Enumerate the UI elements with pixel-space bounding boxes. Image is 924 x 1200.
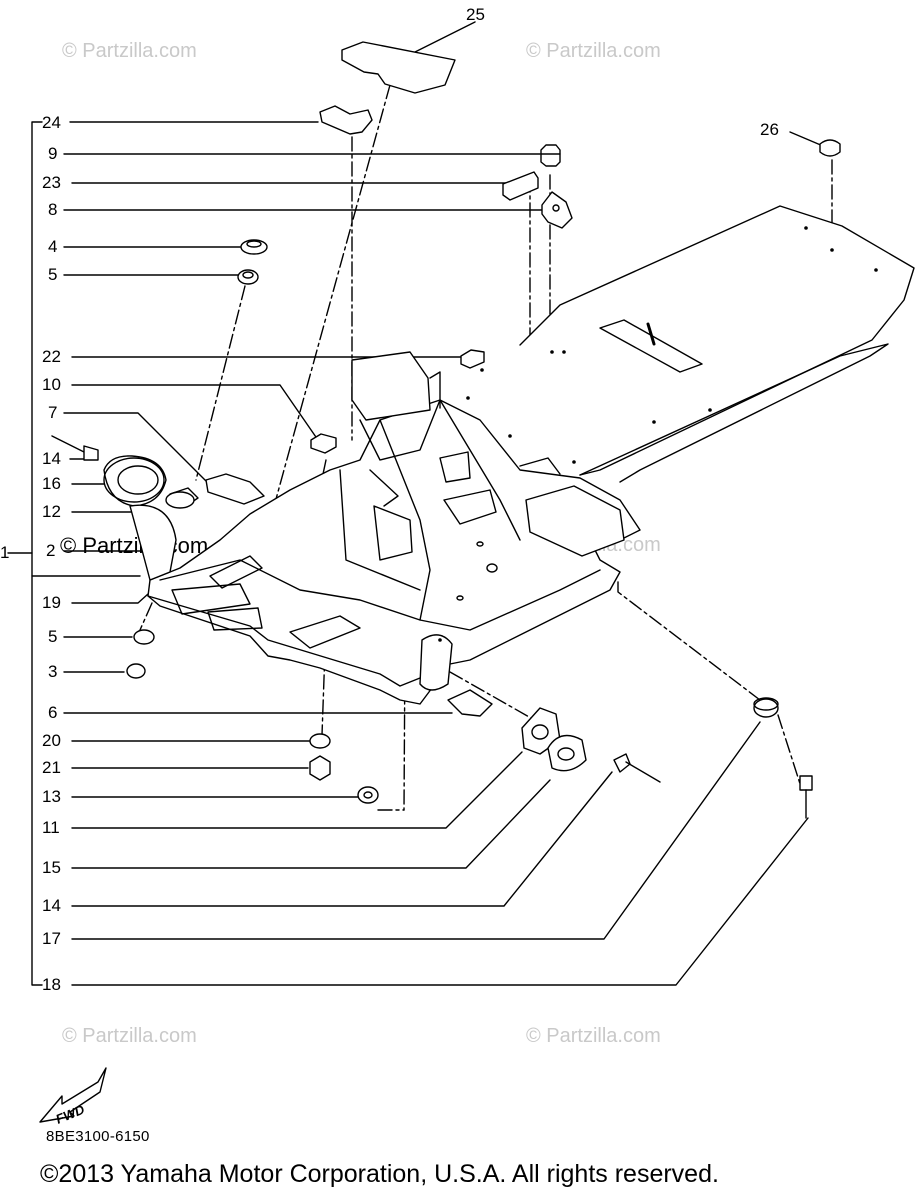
watermark: © Partzilla.com	[62, 1025, 197, 1047]
callout-label: 16	[42, 474, 61, 493]
watermark: © Partzilla.com	[526, 40, 661, 62]
callout-label: 5	[48, 265, 58, 284]
diagram-part-code: 8BE3100-6150	[46, 1128, 150, 1145]
callout-label: 9	[48, 144, 58, 163]
callout-label: 13	[42, 787, 61, 806]
callout-label: 14	[42, 896, 61, 915]
callout-label: 25	[466, 5, 485, 24]
callout-label: 20	[42, 731, 61, 750]
callout-label: 3	[48, 662, 58, 681]
callout-label: 26	[760, 120, 779, 139]
callout-label: 2	[46, 541, 56, 560]
callout-label: 7	[48, 403, 58, 422]
callout-label: 4	[48, 237, 58, 256]
callout-label: 22	[42, 347, 61, 366]
callout-label: 19	[42, 593, 61, 612]
callout-label: 11	[42, 818, 60, 837]
callout-label: 21	[42, 758, 61, 777]
callout-label: 17	[42, 929, 61, 948]
callout-label: 8	[48, 200, 58, 219]
callout-label: 15	[42, 858, 61, 877]
watermark: © Partzilla.com	[62, 40, 197, 62]
callout-label: 14	[42, 449, 61, 468]
callout-label: 23	[42, 173, 61, 192]
callout-label: 10	[42, 375, 61, 394]
callout-label: 5	[48, 627, 58, 646]
watermark-dark: © Partzilla.com	[60, 533, 209, 558]
copyright-notice: ©2013 Yamaha Motor Corporation, U.S.A. A…	[40, 1160, 719, 1188]
callout-label: 18	[42, 975, 61, 994]
callout-label: 1	[0, 543, 10, 562]
callout-label: 12	[42, 502, 61, 521]
watermark: © Partzilla.com	[526, 1025, 661, 1047]
callout-label: 24	[42, 113, 61, 132]
callout-label: 6	[48, 703, 58, 722]
